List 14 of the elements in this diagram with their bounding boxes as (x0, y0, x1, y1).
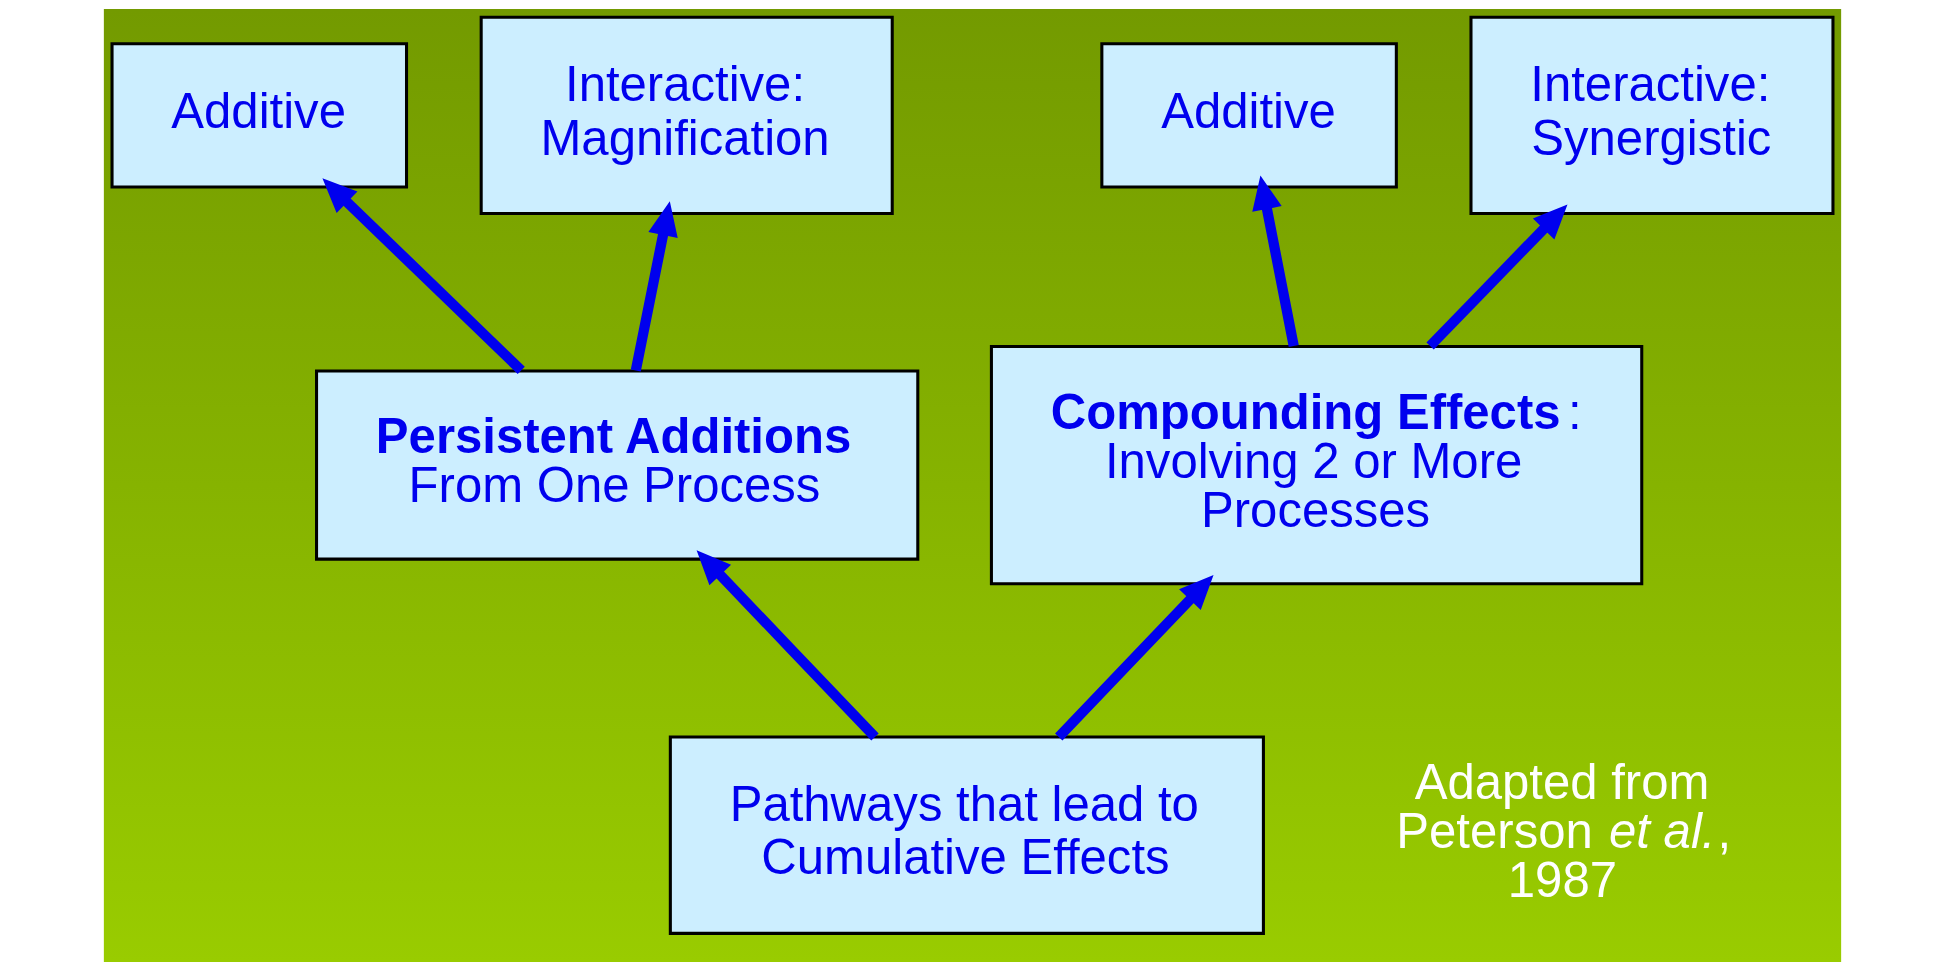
arrow (322, 177, 525, 374)
arrow (696, 549, 879, 740)
node-box: Interactive: Synergistic (1469, 15, 1835, 215)
arrow (1426, 203, 1568, 350)
node-box: Additive (1100, 41, 1398, 188)
arrow (630, 200, 678, 371)
node-box: Compounding Effects: Involving 2 or More Processes (989, 344, 1644, 585)
node-box: Additive (110, 41, 409, 188)
arrow (1055, 574, 1214, 740)
arrow (1252, 174, 1299, 347)
node-box: Persistent Additions From One Process (315, 368, 920, 561)
node-box: Interactive: Magnification (479, 15, 894, 215)
node-box: Pathways that lead to Cumulative Effects (668, 735, 1265, 935)
label: Adapted from Peterson et al., 1987 (1396, 754, 1732, 907)
